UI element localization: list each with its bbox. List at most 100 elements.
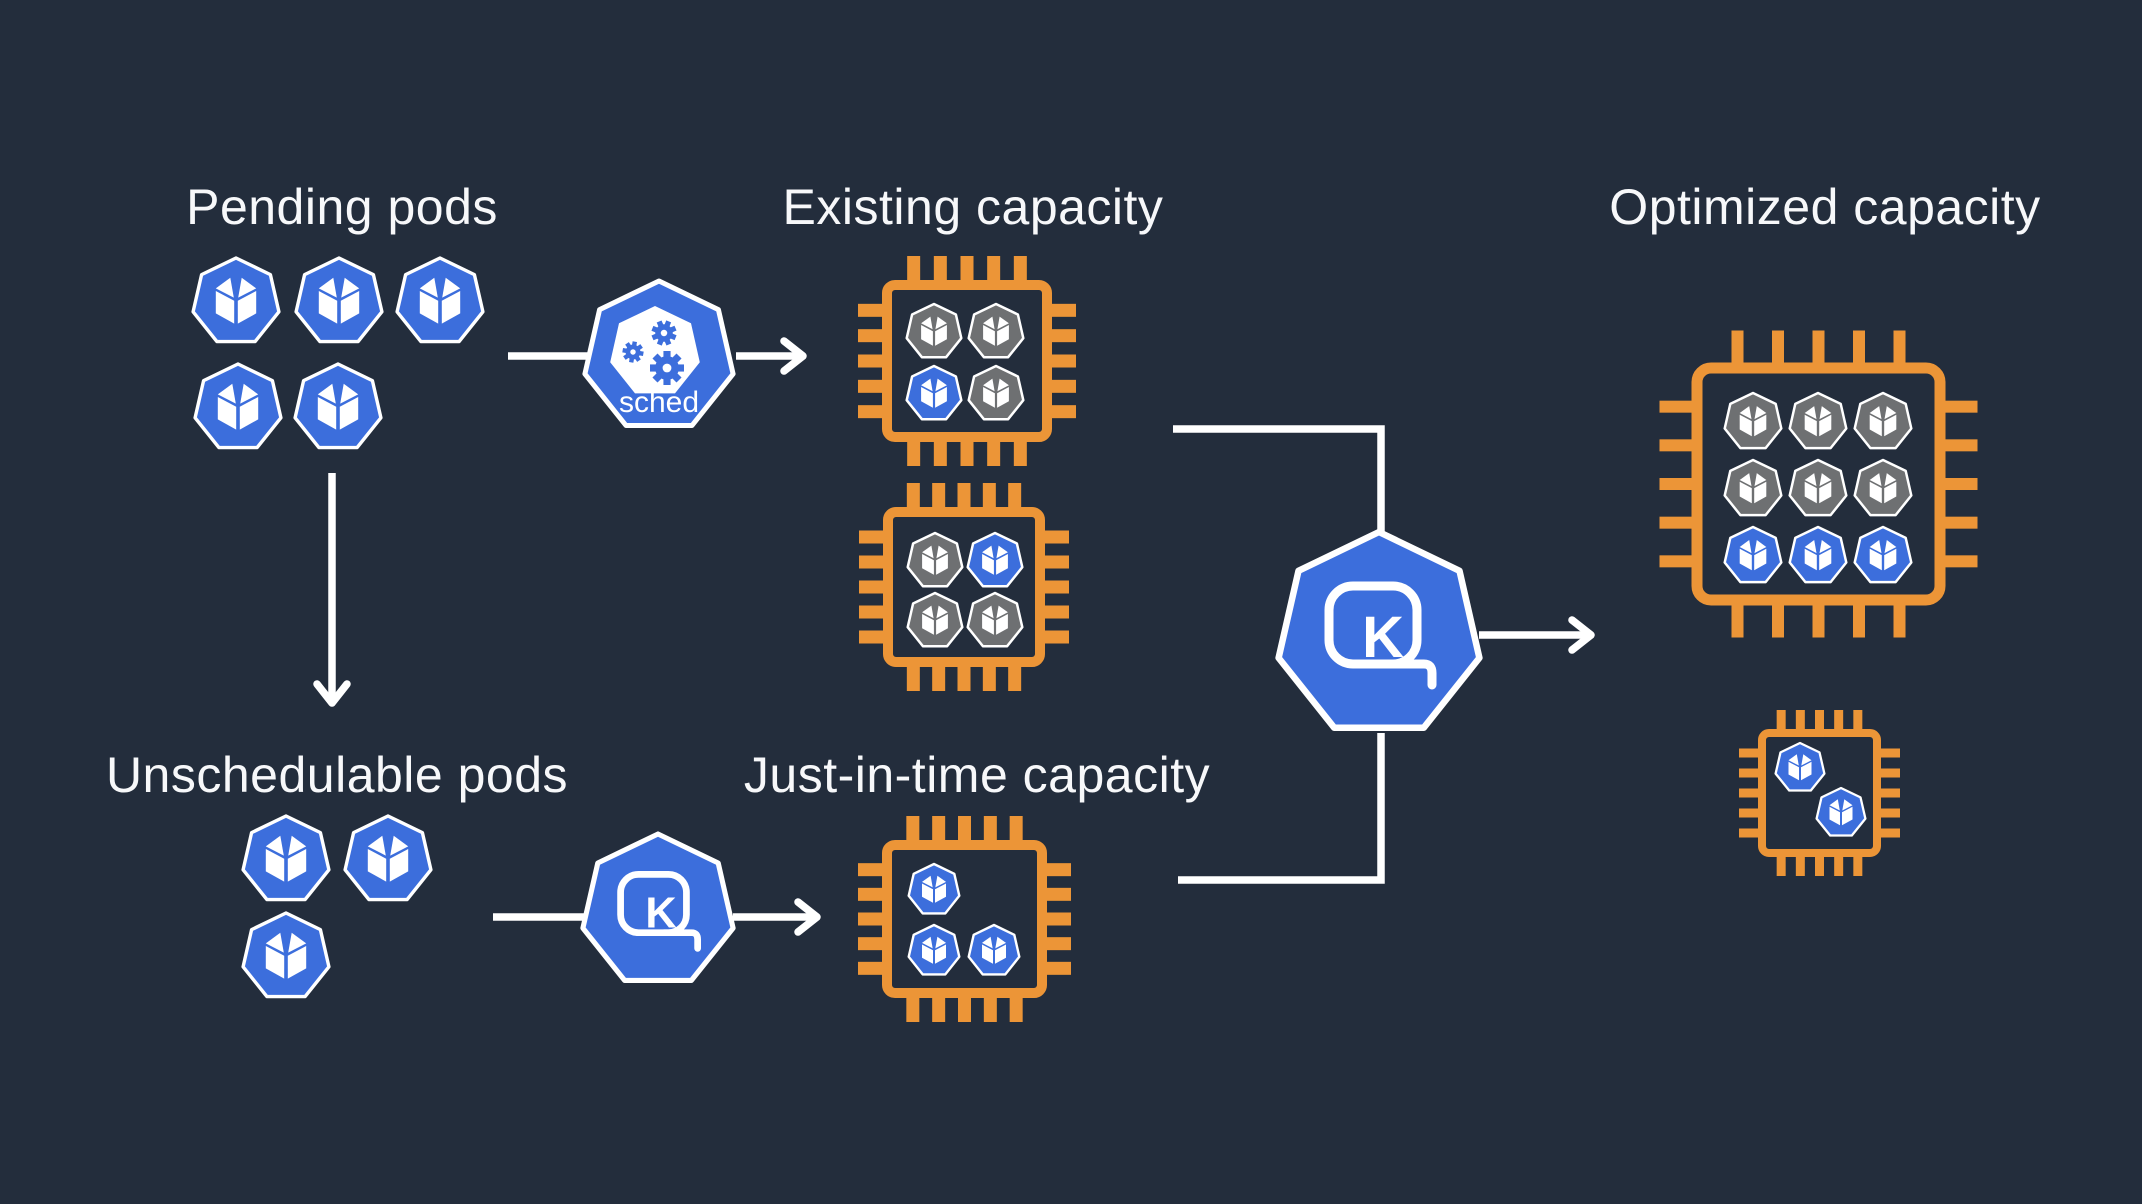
cube-glyph: [996, 545, 1008, 559]
cube-glyph: [1884, 481, 1897, 504]
cube-glyph: [996, 554, 1008, 575]
cube-glyph: [983, 378, 995, 392]
cube-glyph: [317, 397, 337, 430]
cube-glyph: [935, 936, 946, 949]
chip-pin: [1873, 768, 1900, 778]
tape-tail: [1382, 659, 1437, 690]
pod-icon: [967, 364, 1025, 421]
chip-pin: [1873, 788, 1900, 798]
cube-glyph: [1869, 481, 1882, 504]
cube-glyph: [1869, 548, 1882, 571]
existing-capacity-title: Existing capacity: [783, 179, 1164, 235]
cube-glyph: [922, 936, 933, 949]
cube-glyph: [935, 875, 946, 888]
cube-glyph: [1754, 548, 1767, 571]
kube-scheduler-icon: sched: [582, 278, 736, 428]
chip-pin: [1776, 710, 1786, 737]
chip-pin: [1815, 710, 1824, 737]
pod-icon: [1853, 525, 1913, 584]
chip-pin: [1739, 788, 1766, 798]
cube-glyph: [983, 387, 995, 408]
existing-node-chip-1: [858, 256, 1076, 466]
cube-glyph: [288, 932, 307, 953]
cube-glyph: [287, 849, 307, 882]
chip-pin: [1739, 768, 1766, 778]
chip-pin: [1739, 828, 1766, 838]
cube-glyph: [240, 383, 259, 404]
chip-pin: [1853, 710, 1863, 737]
chip-pin: [1834, 849, 1844, 876]
karpenter-to-jit-arrow: [733, 898, 821, 936]
pod-icon: [1723, 525, 1783, 584]
scheduler-label: sched: [619, 386, 699, 419]
chip-pin: [1795, 710, 1805, 737]
cube-glyph: [936, 545, 948, 559]
pod-icon: [1723, 391, 1783, 450]
chip-pin: [1873, 828, 1900, 838]
cube-glyph: [982, 554, 994, 575]
unschedulable-pods-group: [241, 814, 433, 999]
cube-glyph: [983, 316, 995, 330]
pod-icon: [241, 814, 331, 902]
pod-icon: [1723, 458, 1783, 517]
pending-to-unschedulable-arrow: [313, 473, 351, 707]
cube-glyph: [419, 277, 438, 298]
pod-icon: [905, 302, 963, 359]
cube-glyph: [288, 835, 307, 856]
optimized-capacity-title: Optimized capacity: [1609, 179, 2040, 235]
scheduler-to-existing-arrow: [736, 337, 807, 375]
cube-glyph: [340, 291, 360, 324]
jit-to-karpenter-line: [1178, 733, 1385, 884]
cube-glyph: [935, 944, 946, 964]
cube-glyph: [922, 545, 934, 559]
cube-glyph: [341, 277, 360, 298]
pod-icon: [1788, 458, 1848, 517]
cube-glyph: [922, 883, 933, 903]
cube-glyph: [1804, 473, 1817, 487]
chip-pin: [1795, 849, 1805, 876]
cube-glyph: [997, 387, 1009, 408]
pod-icon: [1853, 391, 1913, 450]
pod-icon: [1815, 786, 1867, 837]
cube-glyph: [265, 849, 285, 882]
cube-glyph: [367, 849, 387, 882]
cube-glyph: [1801, 761, 1812, 781]
cube-glyph: [1801, 754, 1812, 766]
cube-glyph: [339, 397, 359, 430]
pod-icon: [907, 862, 961, 915]
cube-glyph: [265, 946, 285, 979]
cube-glyph: [419, 291, 439, 324]
arrowhead-down: [313, 680, 351, 707]
cube-glyph: [1739, 473, 1752, 487]
cube-glyph: [1869, 406, 1882, 420]
cube-glyph: [997, 325, 1009, 346]
cube-glyph: [1819, 414, 1832, 437]
cube-glyph: [995, 936, 1006, 949]
karpenter-k-letter: K: [1362, 605, 1404, 670]
arrowhead-right: [780, 337, 807, 375]
cube-glyph: [982, 605, 994, 619]
optimized-node-chip-large: [1659, 330, 1978, 638]
cube-glyph: [982, 614, 994, 635]
cube-glyph: [922, 554, 934, 575]
cube-glyph: [1842, 806, 1853, 826]
cube-glyph: [1819, 473, 1832, 487]
gear-icon: [651, 320, 677, 346]
cube-glyph: [921, 316, 933, 330]
cube-glyph: [1804, 406, 1817, 420]
cube-glyph: [1842, 799, 1853, 811]
cube-glyph: [996, 605, 1008, 619]
cube-glyph: [318, 277, 337, 298]
cube-glyph: [1804, 540, 1817, 554]
pod-icon: [906, 591, 964, 648]
cube-glyph: [1829, 806, 1840, 826]
cube-glyph: [318, 291, 338, 324]
cube-glyph: [442, 277, 461, 298]
cube-glyph: [922, 875, 933, 888]
cube-glyph: [287, 946, 307, 979]
cube-glyph: [1819, 481, 1832, 504]
jit-node-chip: [858, 816, 1071, 1022]
cube-glyph: [217, 383, 236, 404]
pod-icon: [966, 531, 1024, 588]
pod-icon: [193, 362, 283, 450]
